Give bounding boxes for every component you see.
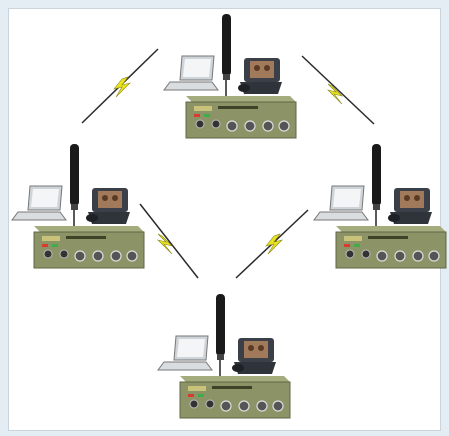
antenna-icon bbox=[216, 294, 225, 360]
radio-unit-chassis bbox=[179, 376, 291, 419]
link-top-right bbox=[301, 55, 375, 125]
radio-unit-chassis bbox=[335, 226, 447, 269]
node-top bbox=[160, 10, 310, 145]
node-bottom bbox=[154, 290, 304, 425]
node-right bbox=[310, 140, 449, 275]
node-left bbox=[8, 140, 158, 275]
link-left-bottom bbox=[139, 203, 199, 279]
link-right-bottom bbox=[235, 209, 309, 279]
radio-unit-chassis bbox=[33, 226, 145, 269]
video-phone-icon bbox=[238, 58, 282, 94]
link-top-left bbox=[81, 48, 159, 124]
laptop-icon bbox=[11, 185, 67, 221]
radio-unit-chassis bbox=[185, 96, 297, 139]
video-phone-icon bbox=[388, 188, 432, 224]
laptop-icon bbox=[313, 185, 369, 221]
antenna-icon bbox=[70, 144, 79, 210]
antenna-icon bbox=[222, 14, 231, 80]
laptop-icon bbox=[163, 55, 219, 91]
laptop-icon bbox=[157, 335, 213, 371]
video-phone-icon bbox=[86, 188, 130, 224]
antenna-icon bbox=[372, 144, 381, 210]
video-phone-icon bbox=[232, 338, 276, 374]
